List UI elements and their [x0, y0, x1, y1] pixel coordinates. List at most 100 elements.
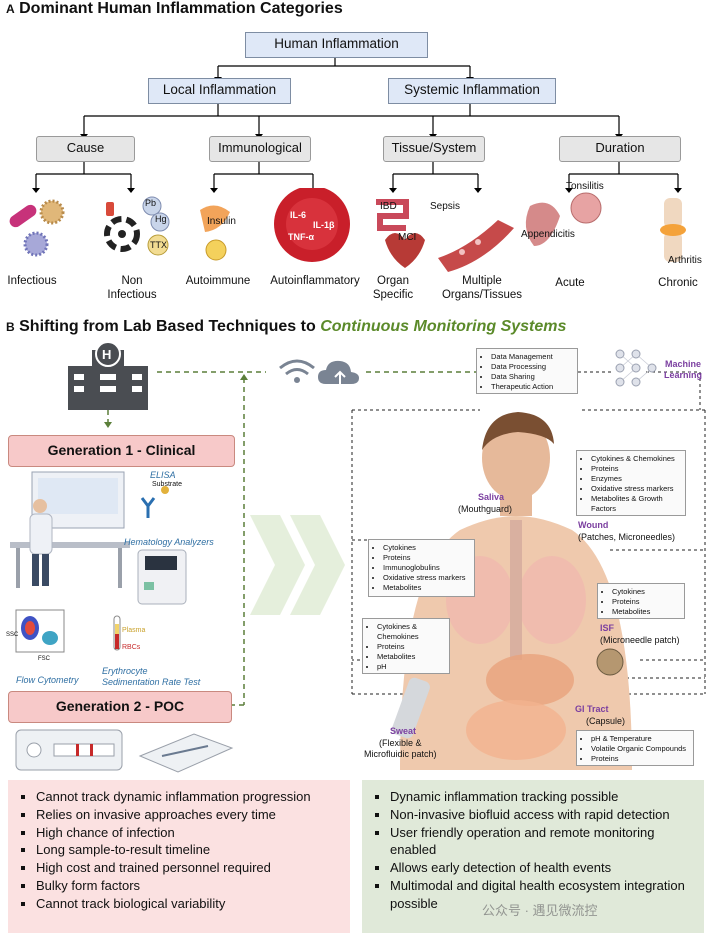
- section-a-title-text: Dominant Human Inflammation Categories: [19, 0, 343, 17]
- biomarker-item: Cytokines & Chemokines: [377, 622, 445, 642]
- neural-network-icon: [615, 349, 657, 387]
- category-immunological: Immunological: [209, 136, 311, 162]
- data-item: Data Processing: [491, 362, 573, 372]
- svg-text:H: H: [102, 347, 111, 362]
- blood-vessel-icon: [438, 220, 514, 272]
- section-a-title: A Dominant Human Inflammation Categories: [6, 0, 343, 18]
- leaf-infectious: Infectious: [7, 275, 57, 287]
- biomarker-item: Metabolites: [377, 652, 445, 662]
- leaf-autoinflammatory: Autoinflammatory: [270, 275, 360, 287]
- saliva-name: Saliva: [478, 492, 505, 502]
- biomarker-item: Proteins: [612, 597, 680, 607]
- leaf-multiple-organs: Multiple Organs/Tissues: [441, 275, 523, 301]
- substrate-label: Substrate: [152, 481, 182, 488]
- isf-biomarkers-box: Cytokines Proteins Metabolites: [597, 583, 685, 619]
- arthritis-label: Arthritis: [668, 255, 702, 266]
- data-management-box: Data Management Data Processing Data Sha…: [476, 348, 578, 394]
- poc-devices-illustration: [15, 729, 234, 773]
- section-b-letter: B: [6, 320, 15, 334]
- section-b-title-plain: Shifting from Lab Based Techniques to: [19, 318, 321, 335]
- advantage-item: Non-invasive biofluid access with rapid …: [390, 806, 694, 824]
- il1b-label: IL-1β: [313, 220, 335, 230]
- wound-name: Wound: [578, 520, 609, 530]
- data-item: Data Sharing: [491, 372, 573, 382]
- organ-icon: [376, 199, 425, 268]
- advantage-item: Multimodal and digital health ecosystem …: [390, 877, 694, 913]
- sepsis-label: Sepsis: [430, 201, 461, 212]
- hospital-icon: H: [68, 341, 148, 410]
- gi-name: GI Tract: [575, 704, 609, 714]
- category-cause: Cause: [36, 136, 135, 162]
- biomarker-item: Metabolites: [612, 607, 680, 617]
- insulin-label: Insulin: [207, 216, 236, 227]
- sweat-biomarkers-box: Cytokines & Chemokines Proteins Metaboli…: [362, 618, 450, 674]
- biomarker-item: Proteins: [591, 464, 681, 474]
- hg-label: Hg: [155, 214, 167, 224]
- data-item: Data Management: [491, 352, 573, 362]
- section-b-title: B Shifting from Lab Based Techniques to …: [6, 318, 566, 336]
- advantage-item: Dynamic inflammation tracking possible: [390, 788, 694, 806]
- leaf-organ-specific: Organ Specific: [372, 275, 414, 301]
- saliva-device: (Mouthguard): [458, 504, 513, 514]
- sweat-name: Sweat: [390, 726, 417, 736]
- biomarker-item: Immunoglobulins: [383, 563, 470, 573]
- machine-learning-label: Machine Learning: [664, 359, 703, 380]
- gi-biomarkers-box: pH & Temperature Volatile Organic Compou…: [576, 730, 694, 766]
- generation-2-banner: Generation 2 - POC: [8, 691, 232, 723]
- data-item: Therapeutic Action: [491, 382, 573, 392]
- leaf-chronic: Chronic: [658, 277, 698, 289]
- section-a-letter: A: [6, 2, 15, 16]
- biomarker-item: Oxidative stress markers: [383, 573, 470, 583]
- acute-organ-icon: [525, 192, 602, 246]
- plasma-label: Plasma: [122, 627, 146, 634]
- ttx-label: TTX: [150, 240, 167, 250]
- isf-name: ISF: [600, 623, 615, 633]
- section-b-title-emph: Continuous Monitoring Systems: [320, 318, 567, 335]
- biomarker-item: Oxidative stress markers: [591, 484, 681, 494]
- limitation-item: Bulky form factors: [36, 877, 340, 895]
- leaf-non-infectious: Non Infectious: [107, 275, 157, 301]
- flow-cytometry-label: Flow Cytometry: [16, 675, 79, 685]
- tree-connectors: [32, 57, 682, 193]
- biomarker-item: Proteins: [591, 754, 689, 764]
- category-tissue-system: Tissue/System: [383, 136, 485, 162]
- limitation-item: Cannot track dynamic inflammation progre…: [36, 788, 340, 806]
- tnfa-label: TNF-α: [288, 232, 315, 242]
- category-duration: Duration: [559, 136, 681, 162]
- local-inflammation-node: Local Inflammation: [148, 78, 291, 104]
- root-node: Human Inflammation: [245, 32, 428, 58]
- leaf-acute: Acute: [555, 277, 585, 289]
- advantages-panel: Dynamic inflammation tracking possible N…: [362, 780, 704, 933]
- limitation-item: Long sample-to-result timeline: [36, 841, 340, 859]
- limitation-item: Relies on invasive approaches every time: [36, 806, 340, 824]
- rbcs-label: RBCs: [122, 644, 141, 651]
- biomarker-item: Proteins: [377, 642, 445, 652]
- joint-icon: [660, 198, 686, 262]
- mci-label: MCI: [398, 232, 417, 243]
- systemic-inflammation-node: Systemic Inflammation: [388, 78, 556, 104]
- advantage-item: User friendly operation and remote monit…: [390, 824, 694, 860]
- biomarker-item: Cytokines & Chemokines: [591, 454, 681, 464]
- generation-1-banner: Generation 1 - Clinical: [8, 435, 235, 467]
- pb-label: Pb: [145, 198, 157, 208]
- tonsilitis-label: Tonsilitis: [566, 181, 604, 192]
- biomarker-item: Cytokines: [383, 543, 470, 553]
- sweat-device: (Flexible & Microfluidic patch): [364, 738, 437, 759]
- pathogen-icon: [9, 199, 65, 257]
- ssc-label: SSC: [6, 632, 19, 638]
- elisa-label: ELISA: [150, 470, 176, 480]
- biomarker-item: pH & Temperature: [591, 734, 689, 744]
- gi-device: (Capsule): [586, 716, 626, 726]
- watermark: 公众号 · 遇见微流控: [482, 903, 598, 918]
- limitations-panel: Cannot track dynamic inflammation progre…: [8, 780, 350, 933]
- biomarker-item: pH: [377, 662, 445, 672]
- advantage-item: Allows early detection of health events: [390, 859, 694, 877]
- biomarker-item: Proteins: [383, 553, 470, 563]
- il6-label: IL-6: [290, 210, 307, 220]
- isf-device: (Microneedle patch): [600, 635, 680, 645]
- biomarker-item: Enzymes: [591, 474, 681, 484]
- leaf-autoimmune: Autoimmune: [185, 275, 251, 287]
- fsc-label: FSC: [38, 656, 50, 662]
- section-a-illustrations: [9, 188, 686, 272]
- hematology-label: Hematology Analyzers: [124, 537, 214, 547]
